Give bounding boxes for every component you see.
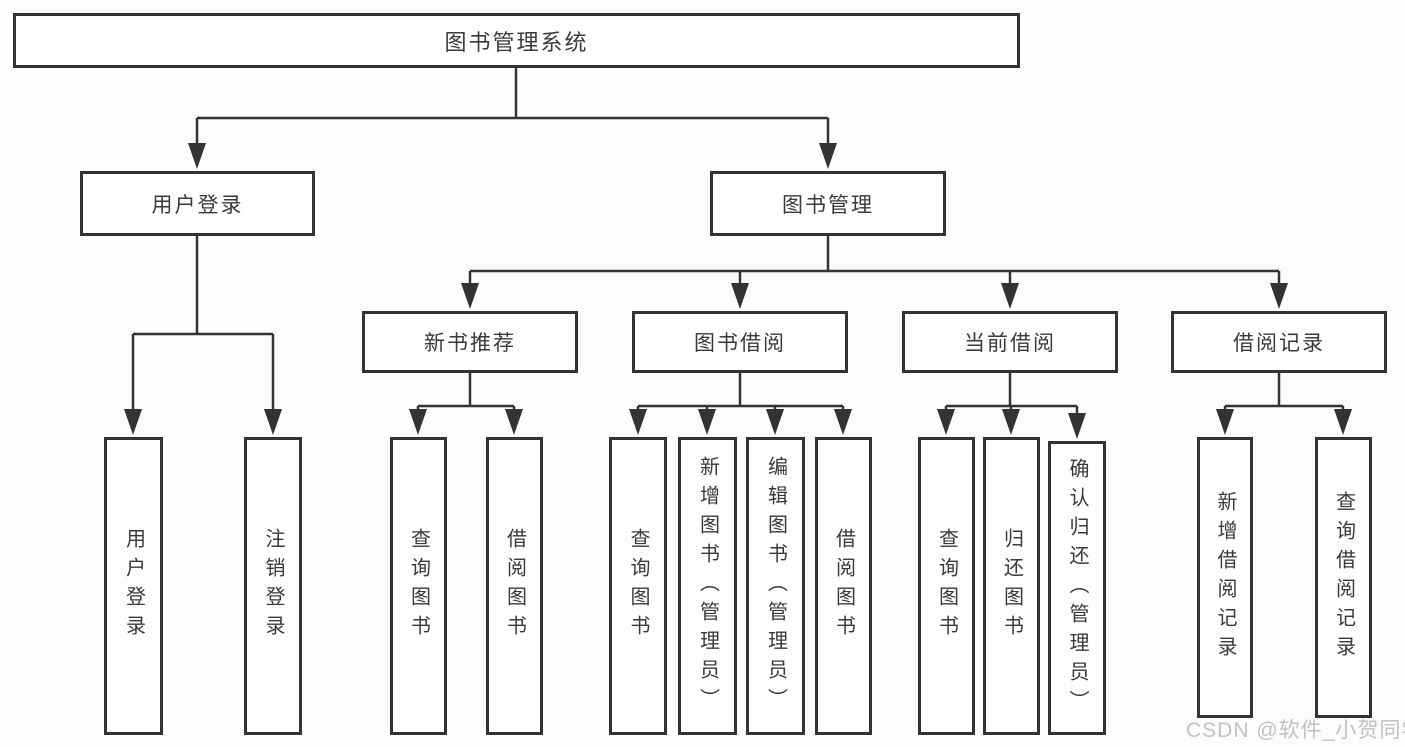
leaf-add-borrow-record: 新增借阅记录 (1197, 437, 1253, 718)
node-book-management-label: 图书管理 (782, 193, 874, 217)
arrowheads (124, 143, 1352, 439)
csdn-watermark: CSDN @软件_小贺同学 (1186, 719, 1405, 742)
leaf-query-book-current: 查询图书 (918, 437, 975, 735)
leaf-logout-label: 注销登录 (262, 528, 284, 644)
leaf-confirm-return-admin: 确认归还（管理员） (1048, 441, 1106, 735)
node-new-book-recommend: 新书推荐 (362, 311, 578, 373)
leaf-confirm-return-admin-label: 确认归还（管理员） (1066, 457, 1088, 719)
leaf-add-book-admin-label: 新增图书（管理员） (696, 455, 719, 717)
leaf-query-book-recommend: 查询图书 (390, 437, 447, 735)
node-borrow-record-label: 借阅记录 (1233, 332, 1325, 355)
leaf-query-book-borrow-label: 查询图书 (627, 528, 649, 644)
node-root: 图书管理系统 (13, 13, 1020, 68)
leaf-add-borrow-record-label: 新增借阅记录 (1214, 490, 1236, 665)
leaf-borrow-book-recommend: 借阅图书 (486, 437, 543, 735)
node-user-login-label: 用户登录 (151, 193, 244, 217)
node-book-borrow: 图书借阅 (632, 311, 848, 373)
leaf-edit-book-admin: 编辑图书（管理员） (746, 437, 805, 735)
leaf-user-login: 用户登录 (104, 437, 163, 735)
node-book-management: 图书管理 (710, 171, 946, 236)
leaf-return-book-label: 归还图书 (1000, 528, 1023, 644)
node-current-borrow-label: 当前借阅 (964, 332, 1056, 355)
node-user-login: 用户登录 (80, 171, 315, 236)
leaf-user-login-label: 用户登录 (122, 528, 145, 644)
leaf-borrow-book: 借阅图书 (815, 437, 872, 735)
leaf-borrow-book-label: 借阅图书 (832, 528, 855, 644)
leaf-add-book-admin: 新增图书（管理员） (678, 437, 737, 735)
node-borrow-record: 借阅记录 (1171, 311, 1387, 373)
leaf-return-book: 归还图书 (983, 437, 1040, 735)
leaf-borrow-book-recommend-label: 借阅图书 (503, 528, 526, 644)
leaf-query-borrow-record-label: 查询借阅记录 (1332, 490, 1355, 665)
node-new-book-recommend-label: 新书推荐 (424, 332, 516, 355)
node-current-borrow: 当前借阅 (902, 311, 1118, 373)
leaf-query-book-current-label: 查询图书 (935, 528, 958, 644)
leaf-query-book-recommend-label: 查询图书 (407, 528, 430, 644)
leaf-logout: 注销登录 (244, 437, 302, 735)
node-book-borrow-label: 图书借阅 (694, 332, 786, 355)
leaf-query-borrow-record: 查询借阅记录 (1315, 437, 1372, 718)
leaf-query-book-borrow: 查询图书 (609, 437, 667, 735)
leaf-edit-book-admin-label: 编辑图书（管理员） (764, 455, 787, 717)
node-root-label: 图书管理系统 (444, 29, 589, 55)
